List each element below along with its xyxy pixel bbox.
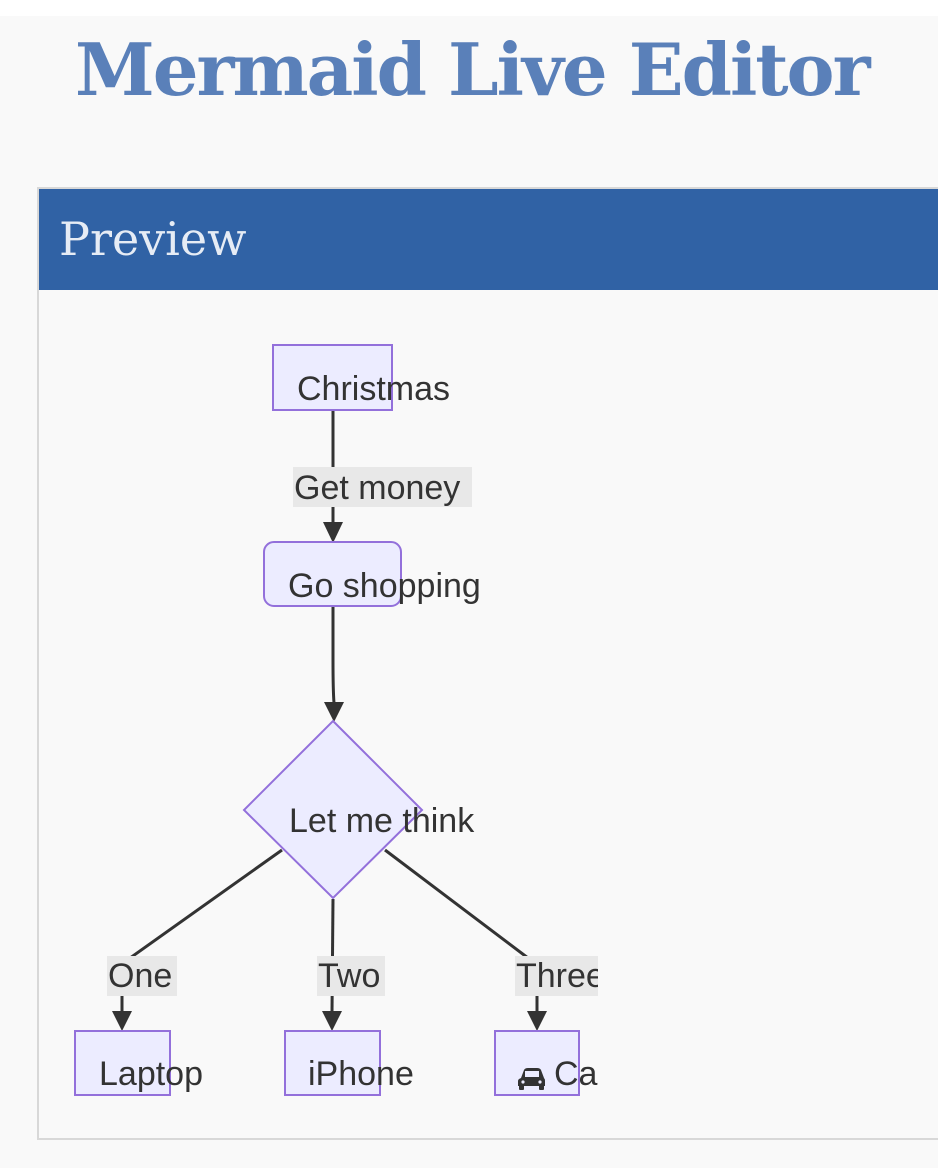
- arrowhead-icon: [112, 1011, 132, 1031]
- node-let-me-think: Let me think: [242, 719, 475, 900]
- page: Mermaid Live Editor Preview: [0, 16, 938, 1168]
- node-label: Let me think: [289, 802, 475, 840]
- node-label: Go shopping: [288, 567, 481, 605]
- arrowhead-icon: [322, 1011, 342, 1031]
- preview-title: Preview: [59, 212, 247, 266]
- node-label: Christmas: [297, 370, 450, 408]
- edge-label-text: Two: [318, 957, 380, 995]
- edge-think-car: [384, 848, 547, 1031]
- node-christmas: Christmas: [272, 344, 450, 411]
- diagram-content: Get money One Two Three Christmas Go sho…: [74, 344, 609, 1096]
- node-laptop: Laptop: [74, 1030, 203, 1096]
- app-title: Mermaid Live Editor: [75, 27, 871, 112]
- car-icon: [518, 1068, 545, 1090]
- node-iphone: iPhone: [284, 1030, 414, 1096]
- edge-label-two: Two: [317, 956, 385, 996]
- preview-panel: Preview: [37, 187, 938, 1140]
- arrowhead-icon: [527, 1011, 547, 1031]
- edge-label-text: Get money: [294, 469, 460, 507]
- node-go-shopping: Go shopping: [263, 541, 481, 607]
- preview-header: Preview: [39, 189, 938, 290]
- edge-label-get-money: Get money: [293, 467, 472, 507]
- edge-label-one: One: [107, 956, 177, 996]
- edge-label-three: Three: [515, 956, 605, 996]
- node-label: iPhone: [308, 1055, 414, 1093]
- node-car: Car: [494, 1030, 609, 1096]
- edge-think-laptop: [112, 848, 283, 1031]
- arrowhead-icon: [323, 522, 343, 543]
- node-label: Laptop: [99, 1055, 203, 1093]
- arrowhead-icon: [324, 702, 344, 722]
- node-label: Car: [554, 1055, 609, 1093]
- edge-label-text: Three: [516, 957, 605, 995]
- edge-label-text: One: [108, 957, 172, 995]
- edge-shopping-think: [324, 606, 344, 722]
